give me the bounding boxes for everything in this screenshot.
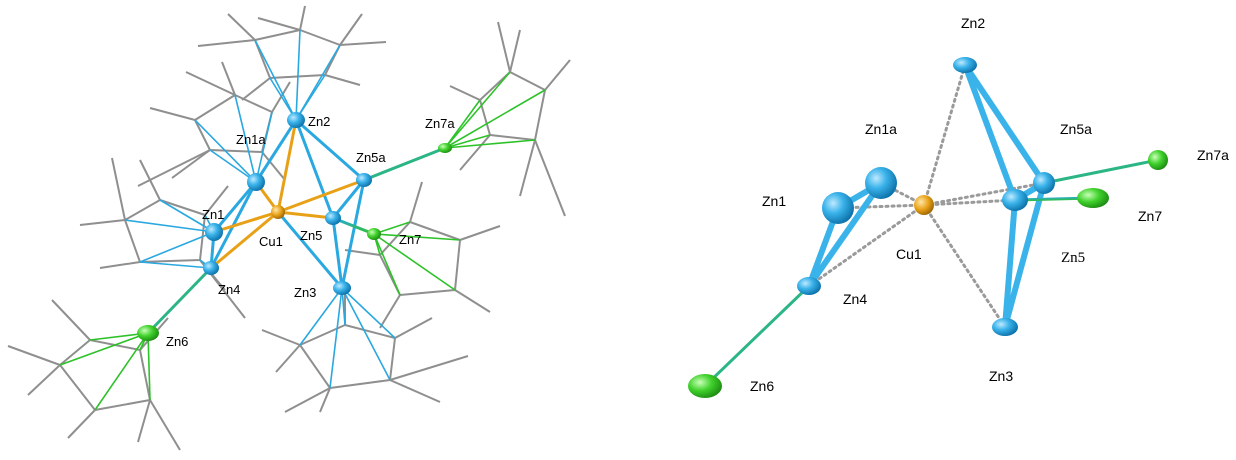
left-zn-cp-bonds [124, 29, 396, 389]
right-label-zn5: Zn5 [1061, 250, 1085, 266]
right-atom-zn1a [865, 167, 897, 199]
left-label-zn5a: Zn5a [356, 150, 386, 165]
left-label-zn4: Zn4 [218, 282, 240, 297]
left-label-zn5: Zn5 [300, 228, 322, 243]
right-cu-contacts [807, 63, 1046, 329]
right-label-zn6: Zn6 [750, 378, 774, 394]
right-label-zn2: Zn2 [961, 15, 985, 31]
right-atom-zn5 [1002, 189, 1028, 211]
left-label-zn2: Zn2 [308, 114, 330, 129]
left-label-zn6: Zn6 [166, 334, 188, 349]
left-atoms [137, 112, 452, 341]
right-label-zn4: Zn4 [843, 291, 867, 307]
right-atom-zn2 [953, 57, 977, 73]
right-atoms [688, 57, 1168, 398]
right-atom-zn1 [822, 192, 854, 224]
right-label-zn3: Zn3 [989, 368, 1013, 384]
right-atom-zn3 [992, 318, 1018, 336]
right-atom-zn4 [797, 277, 821, 295]
right-label-zn5a: Zn5a [1060, 121, 1092, 137]
left-label-zn3: Zn3 [294, 285, 316, 300]
right-label-zn1a: Zn1a [865, 121, 897, 137]
left-atom-zn5 [325, 211, 341, 225]
left-atom-zn1 [205, 223, 223, 241]
left-zn-cp-green-bonds [59, 71, 546, 411]
left-label-zn1: Zn1 [202, 207, 224, 222]
right-atom-zn7a [1148, 150, 1168, 170]
left-atom-zn4 [203, 261, 219, 275]
right-label-zn7: Zn7 [1138, 208, 1162, 224]
left-atom-zn1a [247, 173, 265, 191]
right-label-zn1: Zn1 [762, 193, 786, 209]
left-metal-bonds [146, 118, 447, 335]
right-label-zn7a: Zn7a [1197, 147, 1229, 163]
left-label-zn7a: Zn7a [425, 116, 455, 131]
right-label-cu1: Cu1 [896, 246, 922, 262]
right-atom-cu1 [914, 195, 934, 215]
left-label-zn7: Zn7 [399, 232, 421, 247]
left-atom-zn7a [438, 143, 452, 153]
left-atom-zn2 [287, 112, 305, 128]
right-atom-zn6 [688, 374, 722, 398]
right-labels: Zn2 Zn1a Zn5a Zn7a Zn1 Zn7 Cu1 Zn5 Zn4 Z… [750, 15, 1229, 394]
left-label-cu1: Cu1 [259, 234, 283, 249]
left-atom-zn7 [367, 228, 381, 240]
right-atom-zn7 [1077, 188, 1109, 208]
left-atom-zn5a [356, 173, 372, 187]
left-atom-cu1 [271, 205, 285, 219]
left-structure: Zn2 Zn1a Zn5a Zn7a Zn1 Cu1 Zn5 Zn7 Zn4 Z… [7, 5, 571, 451]
right-zn-bonds [703, 62, 1160, 388]
left-atom-zn3 [333, 281, 351, 295]
right-atom-zn5a [1033, 172, 1055, 194]
left-cp-rings [7, 5, 571, 451]
left-label-zn1a: Zn1a [236, 132, 266, 147]
left-labels: Zn2 Zn1a Zn5a Zn7a Zn1 Cu1 Zn5 Zn7 Zn4 Z… [166, 114, 455, 349]
right-structure: Zn2 Zn1a Zn5a Zn7a Zn1 Zn7 Cu1 Zn5 Zn4 Z… [688, 15, 1229, 398]
left-atom-zn6 [137, 325, 159, 341]
